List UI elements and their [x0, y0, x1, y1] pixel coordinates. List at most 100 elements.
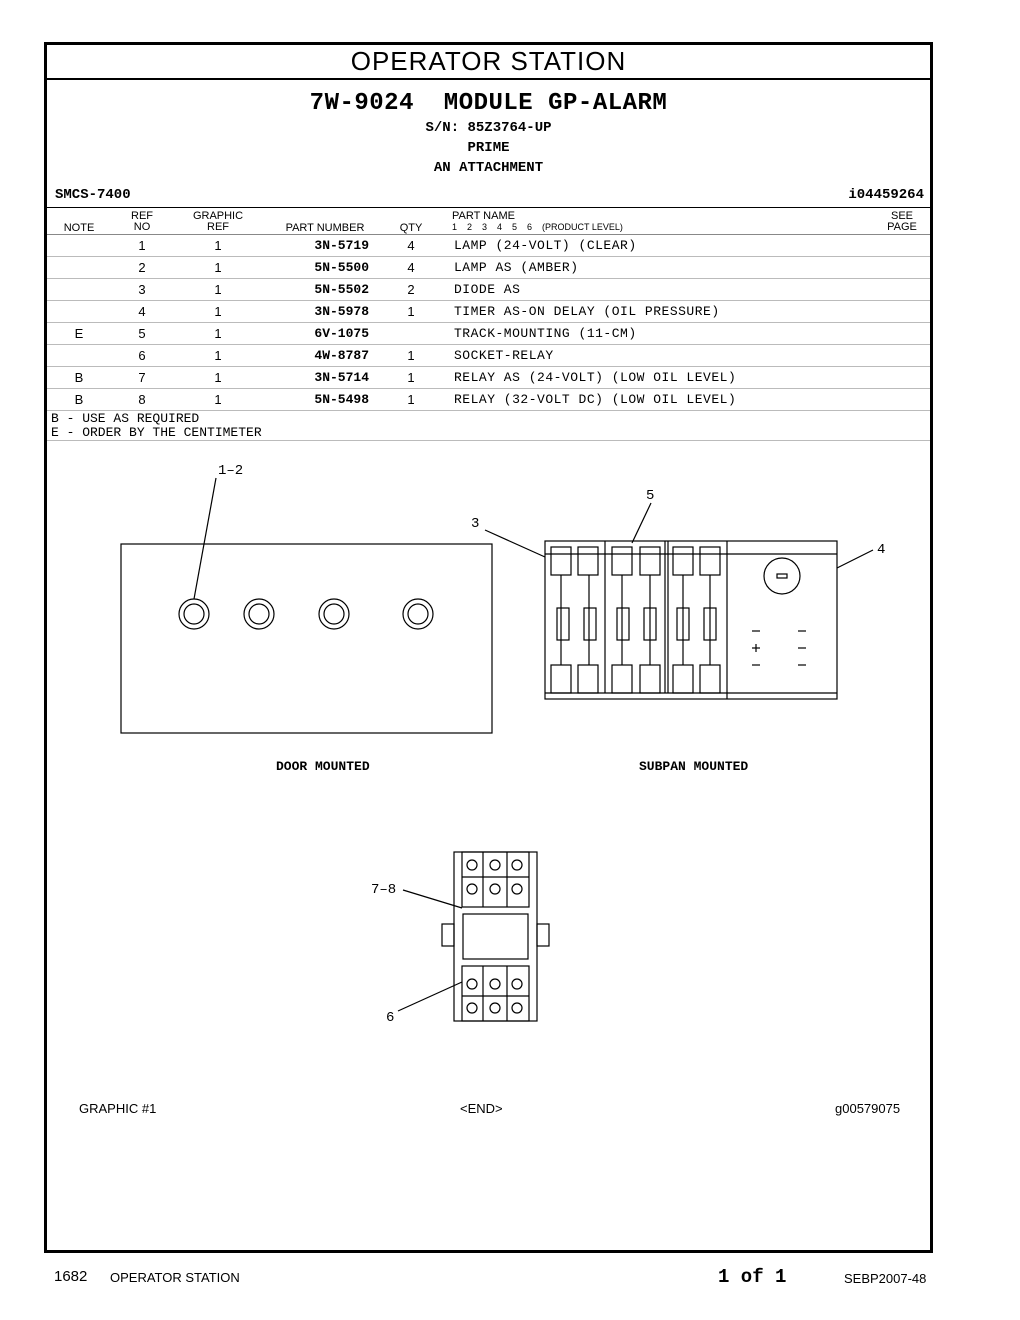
row-ref-no: 6: [138, 348, 146, 363]
row-graphic-ref: 1: [214, 238, 222, 253]
smcs-code: SMCS-7400: [55, 187, 131, 203]
row-graphic-ref: 1: [214, 348, 222, 363]
door-mounted-label: DOOR MOUNTED: [276, 759, 370, 774]
row-ref-no: 4: [138, 304, 146, 319]
row-qty: 1: [407, 304, 415, 319]
row-part-number: 4W-8787: [314, 348, 369, 363]
leader-7-8: [402, 889, 463, 909]
diode-column: [550, 546, 721, 694]
footer-section: OPERATOR STATION: [110, 1270, 240, 1285]
col-see-page-header-top: SEE: [890, 210, 913, 222]
row-ref-no: 1: [138, 238, 146, 253]
row-qty: 1: [407, 348, 415, 363]
page-of: 1 of 1: [718, 1266, 787, 1288]
row-ref-no: 3: [138, 282, 146, 297]
col-ref-header-bottom: NO: [133, 221, 151, 233]
row-part-number: 3N-5978: [314, 304, 369, 319]
lamp-4: [402, 598, 434, 630]
lamp-1: [178, 598, 210, 630]
leader-3: [484, 529, 546, 558]
table-row: 4 1 3N-5978 1 TIMER AS-ON DELAY (OIL PRE…: [47, 301, 930, 323]
row-part-number: 3N-5714: [314, 370, 369, 385]
callout-7-8: 7–8: [371, 882, 396, 898]
serial-number: S/N: 85Z3764-UP: [425, 120, 552, 136]
row-qty: 2: [407, 282, 415, 297]
table-row: 2 1 5N-5500 4 LAMP AS (AMBER): [47, 257, 930, 279]
row-part-name: SOCKET-RELAY: [454, 348, 554, 363]
callout-4: 4: [877, 542, 885, 558]
row-note: B: [74, 392, 84, 407]
table-row: B 7 1 3N-5714 1 RELAY AS (24-VOLT) (LOW …: [47, 367, 930, 389]
doc-id: SEBP2007-48: [844, 1271, 927, 1286]
row-part-name: LAMP (24-VOLT) (CLEAR): [454, 238, 637, 253]
callout-1-2: 1–2: [218, 463, 243, 479]
row-part-name: LAMP AS (AMBER): [454, 260, 579, 275]
row-part-name: RELAY AS (24-VOLT) (LOW OIL LEVEL): [454, 370, 737, 385]
leader-4: [836, 549, 874, 569]
row-qty: 4: [407, 260, 415, 275]
row-ref-no: 7: [138, 370, 146, 385]
leader-1-2: [193, 477, 217, 600]
row-part-number: 5N-5502: [314, 282, 369, 297]
end-marker: <END>: [460, 1101, 503, 1116]
lamp-2: [243, 598, 275, 630]
table-row: 1 1 3N-5719 4 LAMP (24-VOLT) (CLEAR): [47, 235, 930, 257]
subpan-mounted-label: SUBPAN MOUNTED: [639, 759, 748, 774]
page-frame: OPERATOR STATION 7W-9024 MODULE GP-ALARM…: [44, 42, 933, 1253]
col-graphic-header-top: GRAPHIC: [192, 210, 244, 222]
row-qty: 1: [407, 370, 415, 385]
module-title: 7W-9024 MODULE GP-ALARM: [309, 90, 668, 117]
row-graphic-ref: 1: [214, 282, 222, 297]
row-graphic-ref: 1: [214, 392, 222, 407]
leader-6: [397, 981, 463, 1012]
subpan-assembly: [544, 540, 838, 700]
row-ref-no: 8: [138, 392, 146, 407]
row-ref-no: 2: [138, 260, 146, 275]
row-part-name: RELAY (32-VOLT DC) (LOW OIL LEVEL): [454, 392, 737, 407]
row-part-name: TRACK-MOUNTING (11-CM): [454, 326, 637, 341]
col-note-header: NOTE: [63, 222, 95, 234]
table-row: 6 1 4W-8787 1 SOCKET-RELAY: [47, 345, 930, 367]
door-panel: [120, 543, 493, 734]
row-graphic-ref: 1: [214, 304, 222, 319]
note-e: E - ORDER BY THE CENTIMETER: [51, 425, 262, 440]
row-graphic-ref: 1: [214, 326, 222, 341]
row-graphic-ref: 1: [214, 370, 222, 385]
col-ref-header-top: REF: [131, 210, 153, 222]
table-row: B 8 1 5N-5498 1 RELAY (32-VOLT DC) (LOW …: [47, 389, 930, 411]
row-part-number: 5N-5500: [314, 260, 369, 275]
section-title: OPERATOR STATION: [47, 45, 930, 80]
callout-6: 6: [386, 1010, 394, 1026]
prime-label: PRIME: [467, 140, 510, 156]
note-b: B - USE AS REQUIRED: [51, 411, 200, 426]
graphic-id: g00579075: [835, 1101, 901, 1116]
row-ref-no: 5: [138, 326, 146, 341]
col-graphic-header-bottom: REF: [207, 221, 229, 233]
table-row: E 5 1 6V-1075 TRACK-MOUNTING (11-CM): [47, 323, 930, 345]
table-row: 3 1 5N-5502 2 DIODE AS: [47, 279, 930, 301]
row-note: B: [74, 370, 84, 385]
row-graphic-ref: 1: [214, 260, 222, 275]
page-number: 1682: [54, 1268, 88, 1285]
graphic-number: GRAPHIC #1: [79, 1101, 157, 1116]
row-part-name: DIODE AS: [454, 282, 521, 297]
notes-rule: [47, 440, 930, 441]
col-product-levels: 1 2 3 4 5 6 (PRODUCT LEVEL): [452, 222, 623, 232]
row-part-name: TIMER AS-ON DELAY (OIL PRESSURE): [454, 304, 720, 319]
header-rule: [47, 234, 930, 235]
relay-socket: [441, 851, 550, 1022]
row-qty: 4: [407, 238, 415, 253]
row-part-number: 3N-5719: [314, 238, 369, 253]
timer-unit: [752, 557, 806, 666]
table-top-rule: [47, 207, 930, 208]
row-note: E: [74, 326, 84, 341]
lamp-3: [318, 598, 350, 630]
callout-5: 5: [646, 488, 654, 504]
document-ident: i04459264: [848, 187, 924, 203]
callout-3: 3: [471, 516, 479, 532]
col-see-page-header-bottom: PAGE: [887, 221, 917, 233]
col-qty-header: QTY: [399, 222, 423, 234]
attachment-label: AN ATTACHMENT: [433, 160, 544, 176]
row-part-number: 5N-5498: [314, 392, 369, 407]
col-part-name-header: PART NAME: [452, 210, 515, 222]
